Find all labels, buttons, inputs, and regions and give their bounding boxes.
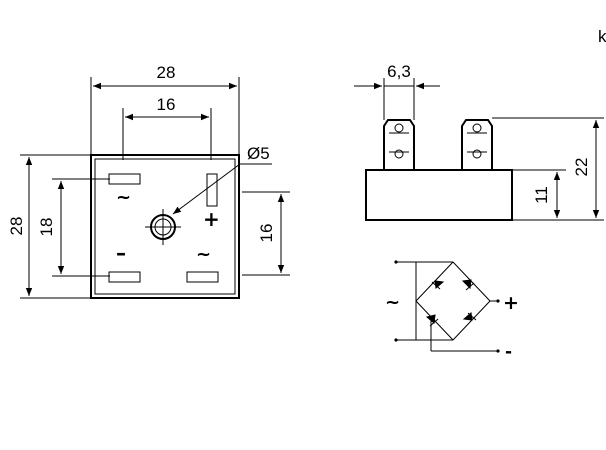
bridge-body-inner-outline	[94, 158, 236, 295]
diode-top-right	[461, 279, 475, 291]
height-label: 28	[7, 217, 26, 236]
dimension-height-22: 22	[492, 117, 604, 221]
dimension-inner-width-16: 16	[122, 95, 212, 160]
body-height-label: 11	[532, 186, 551, 204]
dc-minus-label: -	[505, 342, 512, 362]
ac-mark-bottom: ~	[196, 244, 211, 265]
front-view: ~ + – ~ 28 16 28 18	[7, 63, 290, 299]
corner-text: k	[598, 27, 606, 46]
diode-bottom-right	[462, 312, 477, 321]
height-22-label: 22	[572, 158, 591, 177]
terminal-width-label: 6,3	[387, 62, 411, 81]
terminal-slot-ac-bottom	[186, 271, 219, 283]
ac-input-label: ~	[385, 292, 400, 313]
terminal-right	[461, 119, 493, 170]
hole-callout: Ø5	[172, 144, 272, 215]
side-view: 6,3 22 11 k	[354, 27, 606, 221]
side-body	[365, 169, 513, 221]
ac-mark-top: ~	[116, 187, 131, 208]
dimension-inner-height-18: 18	[37, 178, 110, 277]
bridge-schematic: ~ + -	[385, 260, 519, 362]
diode-top-left	[431, 280, 445, 290]
terminal-slot-plus	[206, 173, 218, 207]
dimension-width-28: 28	[90, 63, 240, 155]
terminal-left	[383, 119, 415, 170]
terminal-slot-ac-top	[108, 173, 141, 185]
terminal-slot-minus	[108, 271, 141, 283]
dimension-terminal-width: 6,3	[354, 62, 440, 120]
right-height-label: 16	[257, 224, 276, 243]
minus-mark: –	[116, 241, 126, 265]
bridge-body-outline	[90, 154, 240, 299]
inner-height-label: 18	[37, 218, 56, 237]
dimension-right-height-16: 16	[242, 191, 290, 276]
dc-plus-label: +	[503, 292, 519, 314]
inner-width-label: 16	[157, 95, 176, 114]
dimension-body-11: 11	[512, 169, 566, 218]
plus-mark: +	[203, 207, 220, 231]
dimension-height-28: 28	[7, 154, 91, 299]
diode-bottom-left	[425, 314, 439, 327]
hole-label: Ø5	[247, 144, 270, 163]
mounting-hole	[145, 209, 181, 245]
width-label: 28	[157, 63, 176, 82]
